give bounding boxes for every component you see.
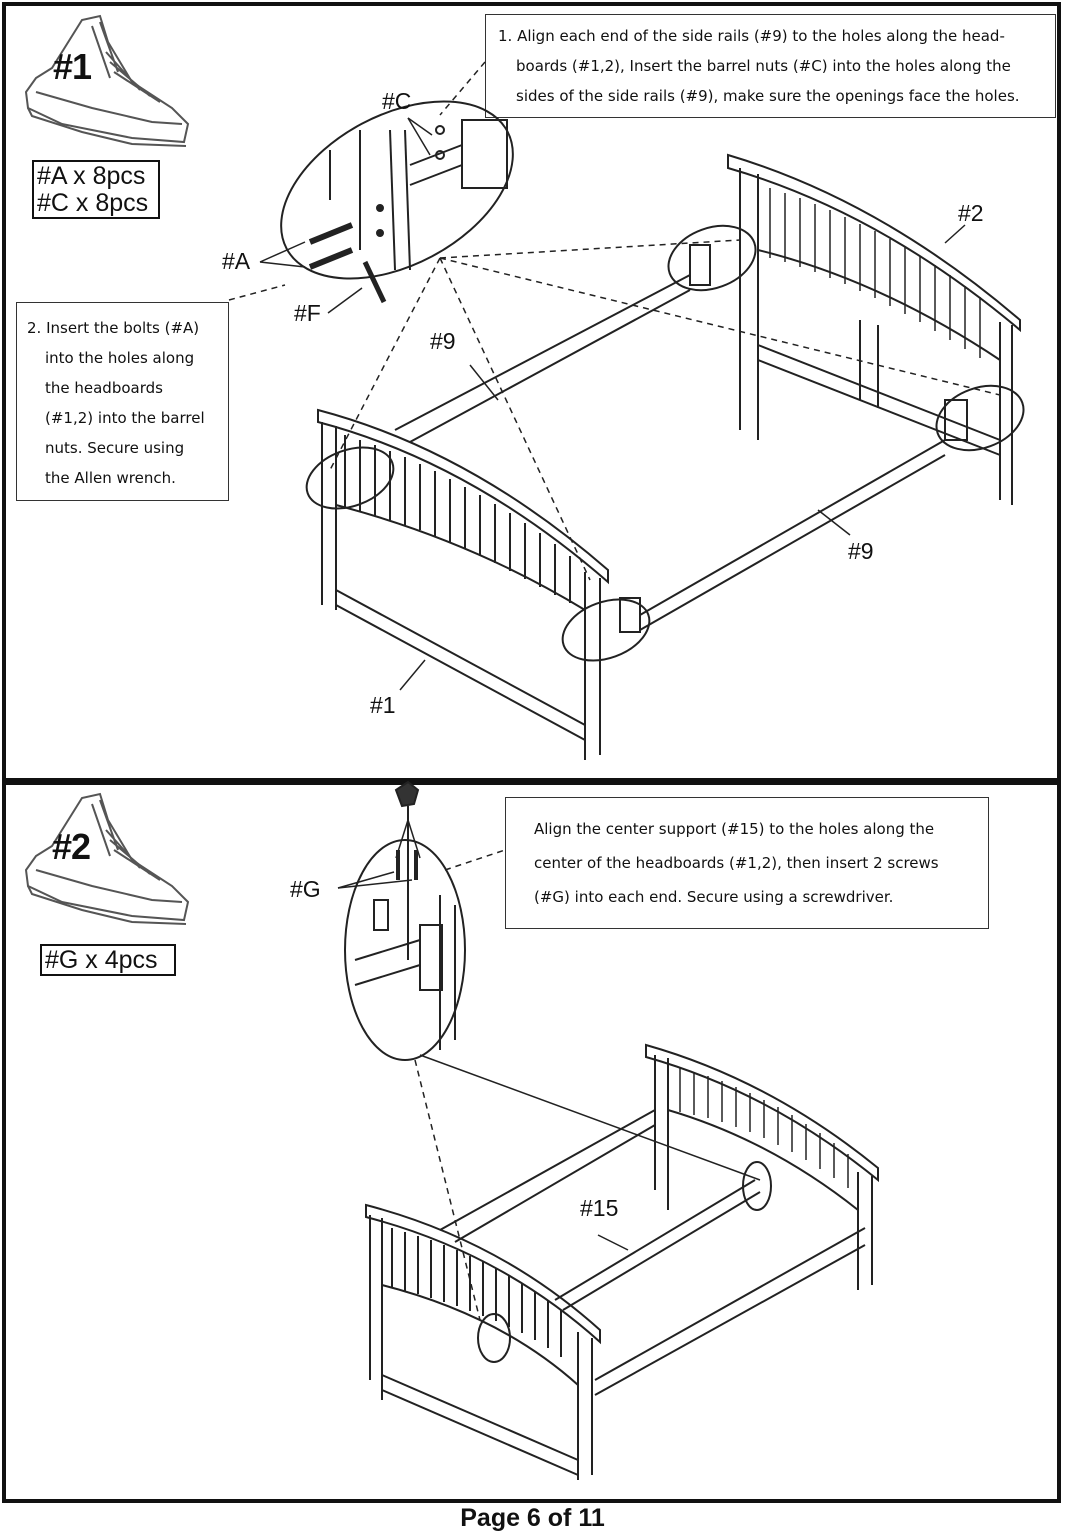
- instruction-note-1: 1. Align each end of the side rails (#9)…: [485, 14, 1056, 118]
- instruction-note-2: 2. Insert the bolts (#A) into the holes …: [16, 302, 229, 501]
- bed-frame-assembly-diagram-1: [228, 61, 1025, 760]
- note-line: center of the headboards (#1,2), then in…: [534, 854, 939, 872]
- page-number: Page 6 of 11: [460, 1504, 605, 1532]
- note-line: 1. Align each end of the side rails (#9)…: [498, 27, 1005, 45]
- parts-quantity-g: #G x 4pcs: [45, 946, 158, 974]
- note-line: the headboards: [45, 379, 163, 397]
- note-line: Align the center support (#15) to the ho…: [534, 820, 935, 838]
- label-barrel-nut-c: #C: [382, 88, 412, 114]
- sneaker-icon: [24, 14, 190, 147]
- label-screw-g: #G: [290, 876, 321, 902]
- sneaker-icon: [24, 792, 190, 925]
- parts-quantity-box: #G x 4pcs: [40, 944, 176, 976]
- label-headboard-2: #2: [958, 200, 984, 226]
- note-line: (#G) into each end. Secure using a screw…: [534, 888, 894, 906]
- label-side-rail-top: #9: [430, 328, 456, 354]
- note-line: 2. Insert the bolts (#A): [27, 319, 200, 337]
- step-number: #2: [52, 826, 91, 867]
- label-side-rail-bottom: #9: [848, 538, 874, 564]
- parts-quantity-c: #C x 8pcs: [37, 189, 149, 217]
- parts-quantity-a: #A x 8pcs: [37, 162, 146, 190]
- note-line: boards (#1,2), Insert the barrel nuts (#…: [516, 57, 1011, 75]
- label-center-support: #15: [580, 1195, 619, 1221]
- label-allen-wrench-f: #F: [294, 300, 321, 326]
- parts-quantity-box: #A x 8pcs #C x 8pcs: [32, 160, 160, 219]
- note-line: (#1,2) into the barrel: [45, 409, 205, 427]
- label-bolt-a: #A: [222, 248, 251, 274]
- note-line: nuts. Secure using: [45, 439, 185, 457]
- note-line: into the holes along: [45, 349, 195, 367]
- instruction-note-3: Align the center support (#15) to the ho…: [505, 797, 989, 929]
- note-line: the Allen wrench.: [45, 469, 176, 487]
- label-headboard-1: #1: [370, 692, 396, 718]
- step-number: #1: [53, 46, 92, 87]
- note-line: sides of the side rails (#9), make sure …: [516, 87, 1020, 105]
